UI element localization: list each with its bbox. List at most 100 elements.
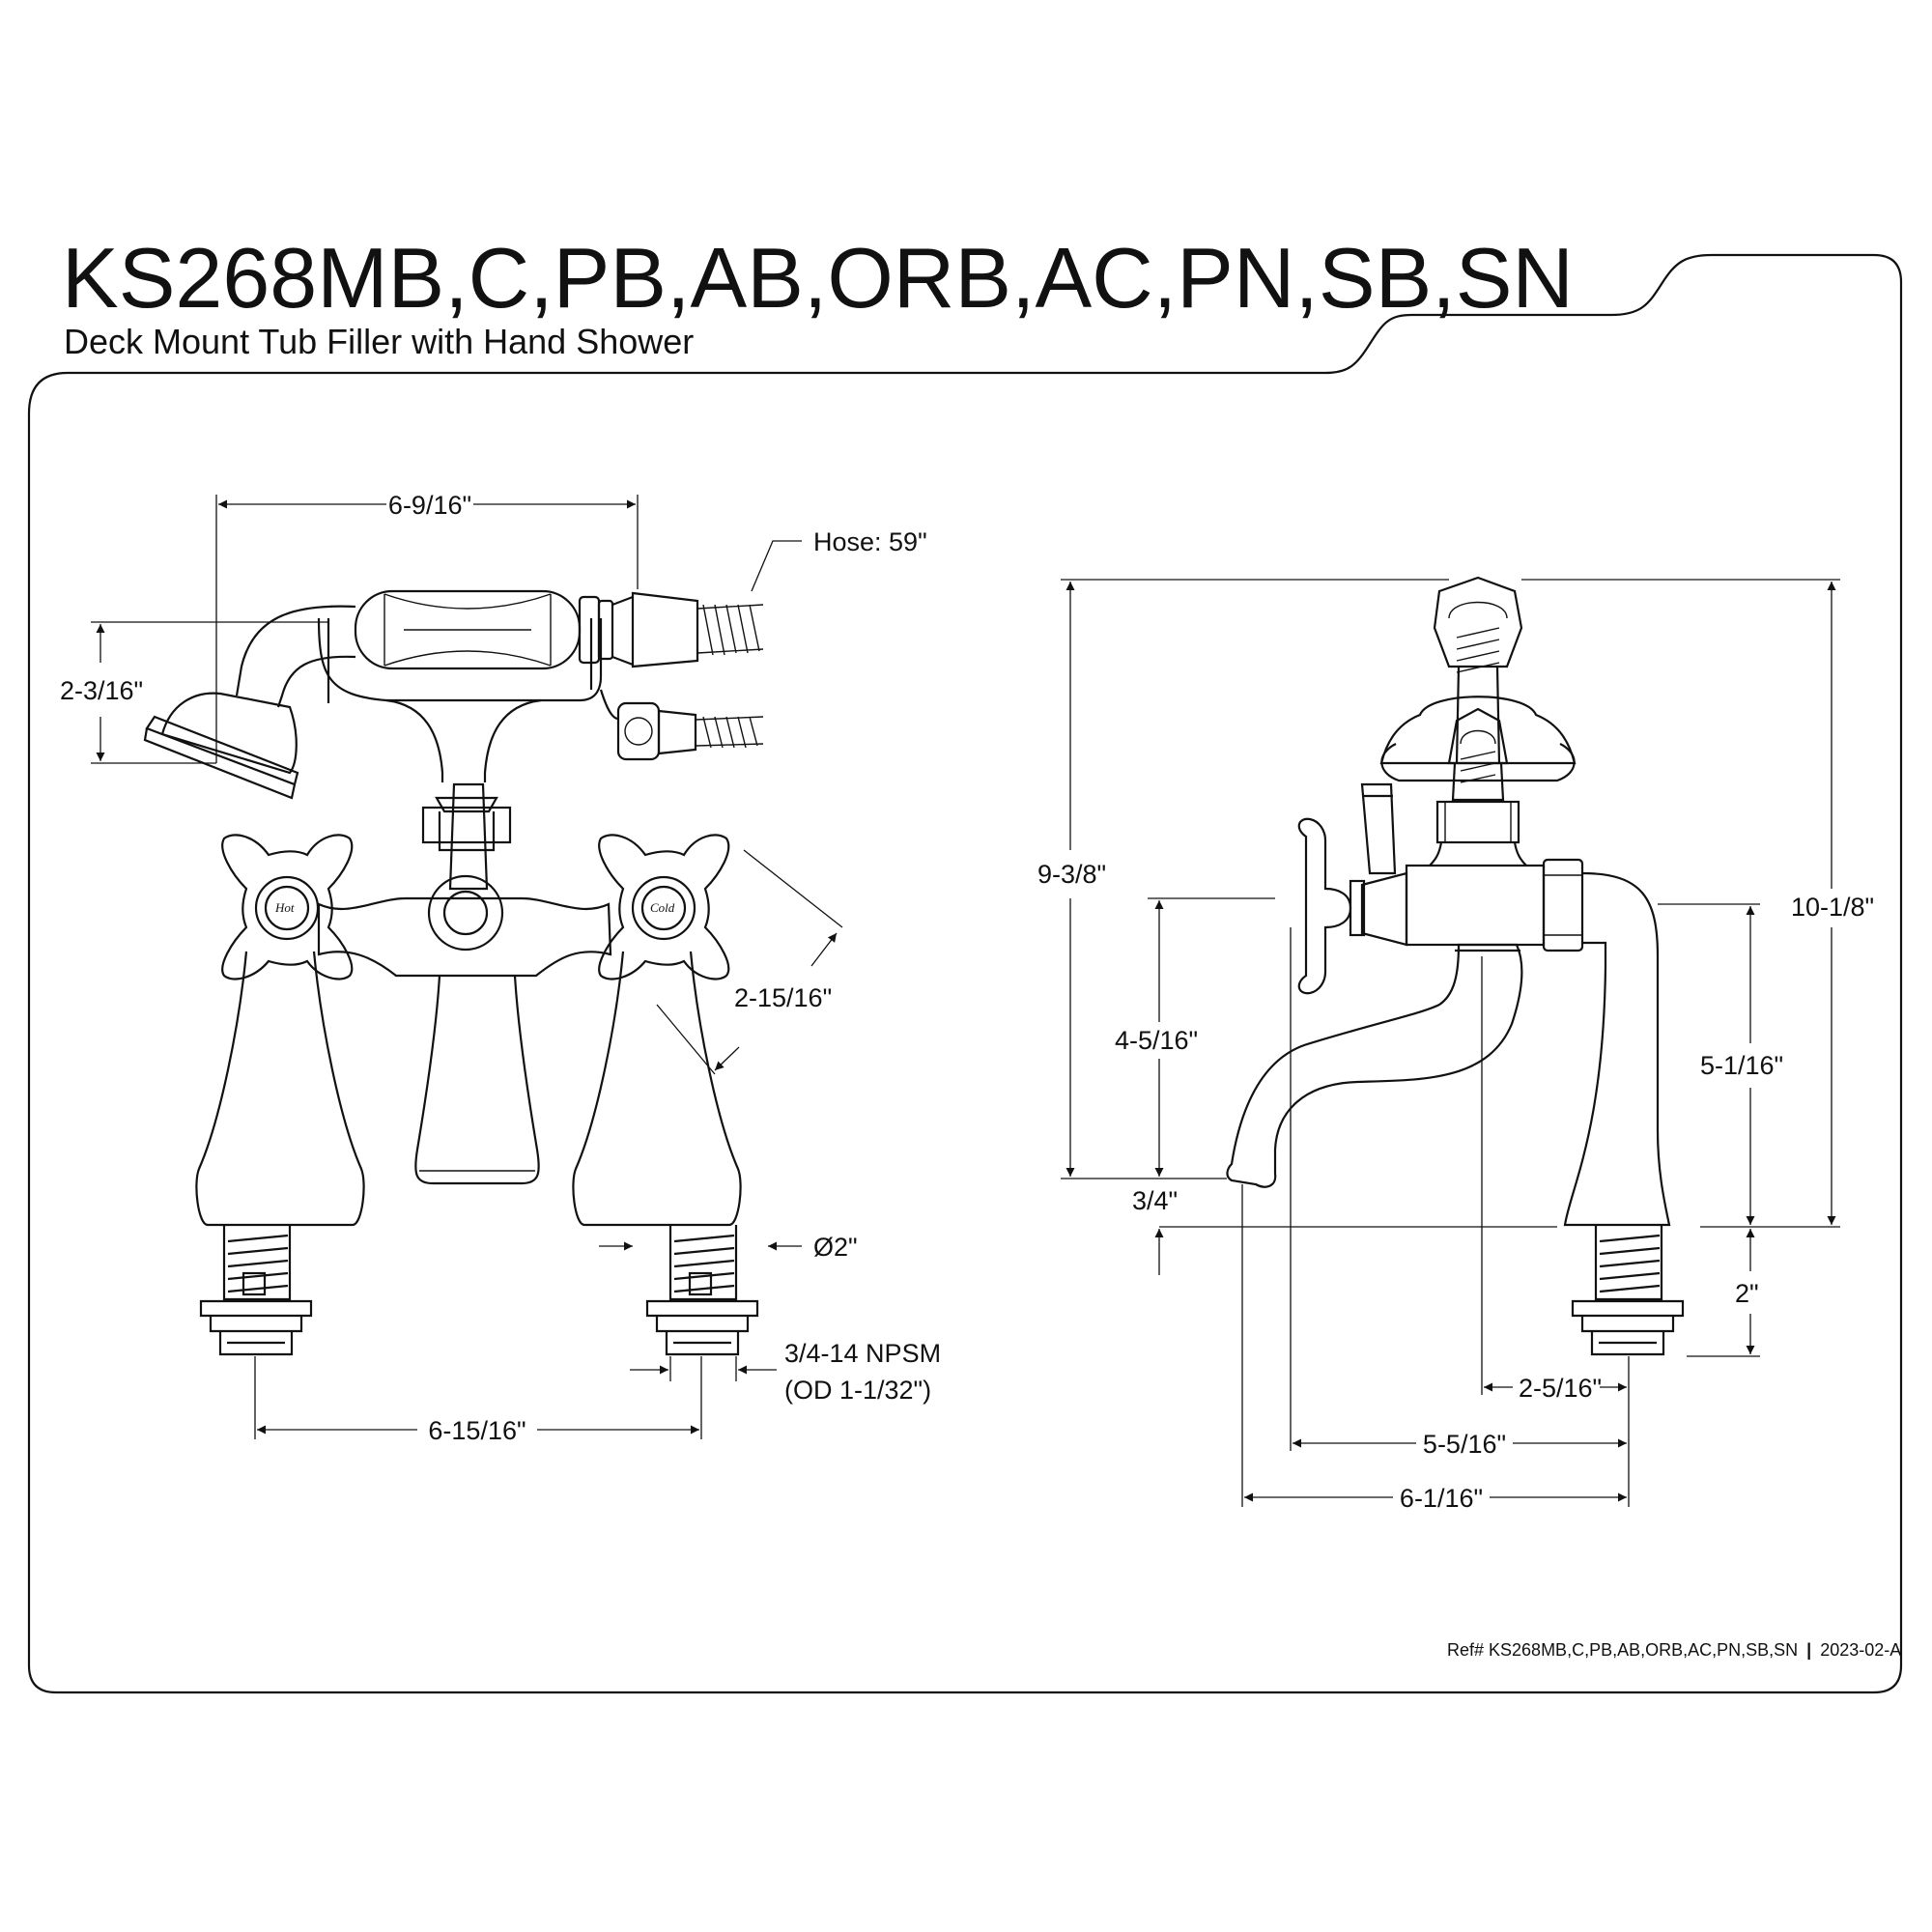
shower-arm (235, 605, 356, 708)
dim-center-spacing: 6-15/16" (428, 1416, 526, 1445)
cold-handle: Cold (572, 834, 759, 1356)
hot-cross (221, 834, 354, 980)
lower-hose (695, 716, 764, 749)
diverter-hole (624, 717, 653, 746)
cradle-neck (1455, 666, 1501, 764)
shower-face (143, 715, 299, 800)
hot-column (195, 951, 365, 1227)
dim-shower-height: 2-3/16" (60, 676, 143, 705)
dome (1379, 696, 1577, 765)
center-lever (448, 782, 489, 891)
folder-frame (27, 253, 1903, 1694)
hot-index (264, 885, 310, 931)
cold-column (572, 951, 742, 1227)
dim-thread-od: (OD 1-1/32") (784, 1376, 931, 1405)
cradle-hook (1433, 576, 1523, 668)
dim-hose: Hose: 59" (813, 527, 927, 556)
side-lever (1360, 782, 1397, 875)
side-hex-nut-facets (1444, 802, 1512, 842)
dim-center-ext (254, 1356, 702, 1439)
dim-top-width-ext (215, 495, 639, 763)
dim-total-ext (1061, 579, 1449, 1179)
dim-thread-ext (669, 1356, 737, 1381)
shower-head (160, 692, 298, 775)
diverter-nut (616, 701, 661, 761)
side-cross (1297, 817, 1352, 995)
side-lever-body (1360, 871, 1408, 947)
hot-nut (199, 1299, 313, 1356)
footer-separator: | (1806, 1640, 1811, 1660)
cold-index-ring (631, 875, 696, 941)
cradle-stem (385, 698, 542, 782)
frame-mask (0, 1694, 1932, 1932)
handset-neck (611, 595, 634, 667)
dim-spout-drop: 3/4" (1132, 1186, 1178, 1215)
lower-hook (1447, 707, 1509, 765)
footer-ref: Ref# KS268MB,C,PB,AB,ORB,AC,PN,SB,SN | 2… (1447, 1640, 1901, 1660)
cradle-hook-coil (1448, 601, 1508, 673)
dim-diameter: Ø2" (813, 1233, 858, 1262)
front-spout (414, 975, 540, 1185)
hot-shank-square (242, 1271, 267, 1296)
lower-hose-cone (657, 709, 697, 755)
side-inlet-nut (1542, 858, 1584, 952)
shower-cradle (317, 617, 603, 702)
center-escutcheon (427, 874, 504, 952)
dim-span-ext (656, 849, 843, 1075)
center-escutcheon-inner (442, 890, 489, 936)
handset-cone (631, 591, 699, 668)
dim-handle-span: 2-15/16" (734, 983, 832, 1012)
hot-shank (222, 1225, 292, 1301)
side-shank-nut (1571, 1299, 1685, 1356)
dim-overall-height: 10-1/8" (1791, 893, 1874, 922)
upper-hose (696, 604, 764, 656)
cold-cross (598, 834, 730, 980)
handset-collar-2 (597, 599, 614, 661)
dim-spout-height: 4-5/16" (1115, 1026, 1198, 1055)
front-view: Hot Cold 6-9/16" Hose: 59" 2-3/16" (60, 491, 941, 1445)
handset-collar (578, 595, 601, 665)
side-inlet-nut-facets (1544, 874, 1582, 936)
page-title: KS268MB,C,PB,AB,ORB,AC,PN,SB,SN (62, 230, 1574, 326)
valve-body (317, 896, 612, 978)
side-valve-body (1405, 864, 1546, 947)
side-hex-nut (1435, 800, 1520, 844)
cold-label: Cold (650, 900, 675, 915)
cold-index (640, 885, 687, 931)
dim-body-height: 5-1/16" (1700, 1051, 1783, 1080)
cradle-arm (327, 618, 593, 703)
dim-span-line-b (714, 1046, 740, 1071)
dim-thread: 3/4-14 NPSM (784, 1339, 941, 1368)
dim-span-line-t (810, 932, 838, 967)
side-spout (1226, 943, 1523, 1188)
cold-shank (668, 1225, 738, 1301)
center-nut (421, 806, 512, 844)
dim-top-width: 6-9/16" (388, 491, 471, 520)
hot-handle: Hot (195, 834, 365, 1356)
side-pillar (1563, 871, 1671, 1227)
side-shank (1594, 1225, 1663, 1301)
side-nut-flare (1429, 841, 1527, 867)
grip-facets (384, 593, 552, 667)
hot-label: Hot (274, 900, 295, 915)
footer-ref-id: Ref# KS268MB,C,PB,AB,ORB,AC,PN,SB,SN (1447, 1640, 1798, 1660)
page-subtitle: Deck Mount Tub Filler with Hand Shower (64, 322, 694, 361)
dim-hose-leader (751, 540, 802, 592)
dim-reach-ext (1241, 927, 1630, 1507)
dim-spout-reach: 6-1/16" (1400, 1484, 1483, 1513)
dim-shower-ext (91, 621, 328, 764)
dim-shank-length: 2" (1735, 1279, 1759, 1308)
cold-nut (645, 1299, 759, 1356)
hot-index-ring (254, 875, 320, 941)
dim-spout-offset-b: 5-5/16" (1423, 1430, 1506, 1459)
hook-stem (1451, 762, 1505, 802)
lower-hook-coil (1460, 729, 1496, 783)
dim-total-height: 9-3/8" (1037, 860, 1106, 889)
dome-base (1380, 743, 1576, 782)
dim-spout-offset-a: 2-5/16" (1519, 1374, 1602, 1403)
side-view: 9-3/8" 10-1/8" 4-5/16" 5-1/16" 3/4" 2" 2… (1037, 576, 1874, 1513)
lower-hose-pipe (599, 689, 619, 721)
cold-shank-square (688, 1271, 713, 1296)
footer-revision: 2023-02-A (1820, 1640, 1901, 1660)
